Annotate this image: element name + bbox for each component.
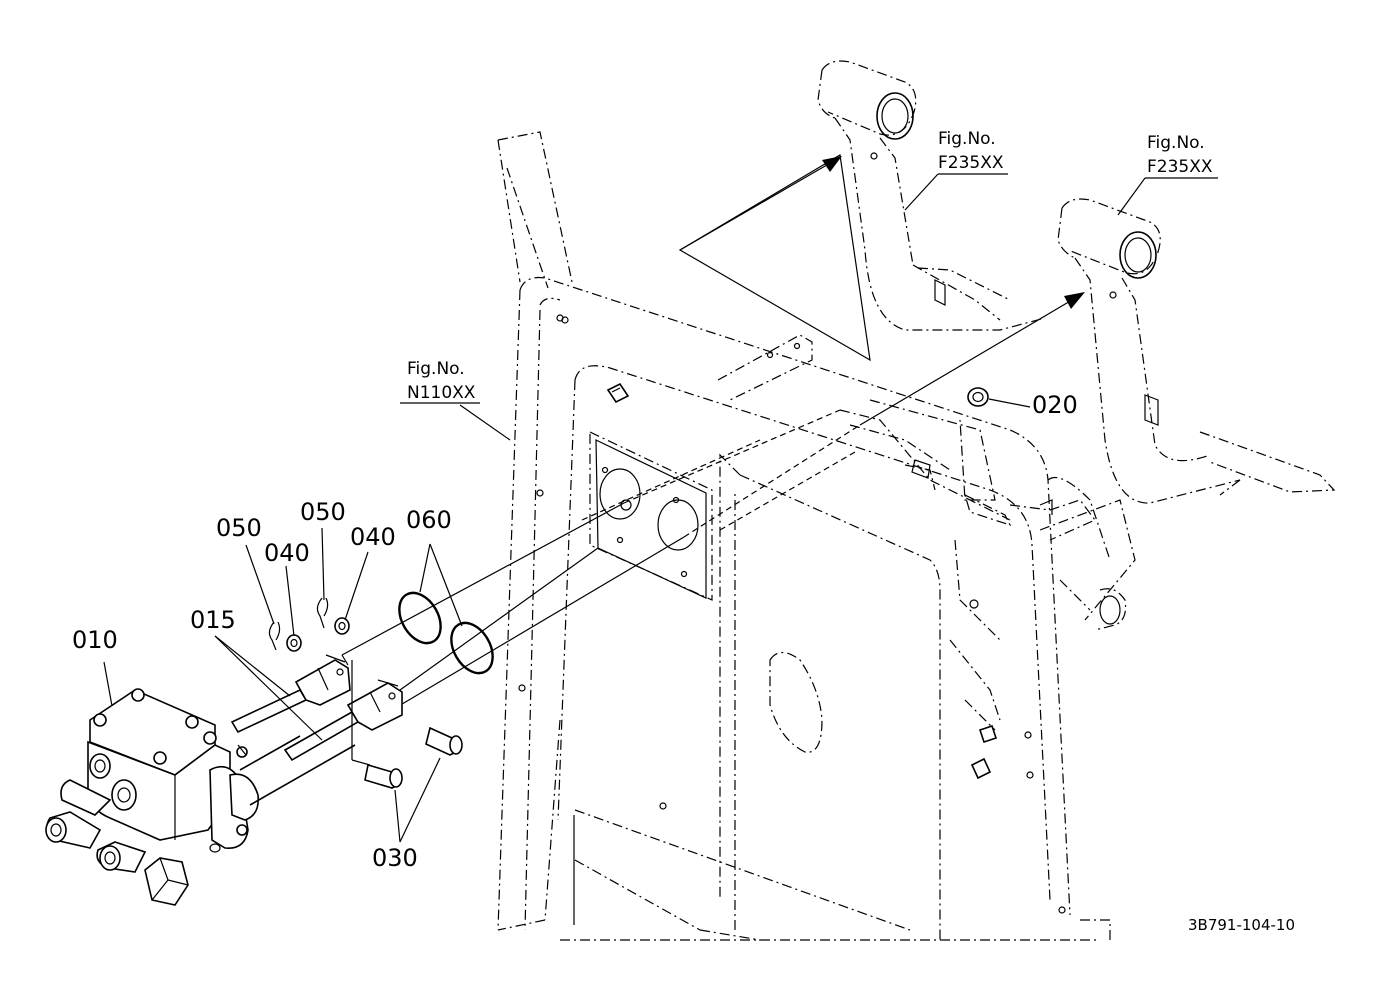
pedal-linkage: [839, 399, 1127, 631]
callout-040-left: 040: [264, 539, 310, 567]
figref-frame-line2: N110XX: [407, 383, 476, 403]
part-040-washers: [286, 617, 350, 652]
callout-015: 015: [190, 606, 236, 634]
callout-050-left: 050: [216, 514, 262, 542]
part-060-o-rings: [398, 591, 494, 675]
part-050-split-pins: [268, 597, 329, 651]
figref-frame-line1: Fig.No.: [407, 359, 465, 379]
callout-040-right: 040: [350, 523, 396, 551]
drawing-id: 3B791-104-10: [1188, 916, 1295, 934]
figref-pedal-upper-line1: Fig.No.: [938, 129, 996, 149]
frame-assembly: [497, 131, 1136, 941]
brake-pedal-upper: [817, 60, 1046, 331]
part-020-nut: [967, 387, 1031, 408]
figref-pedal-right-line2: F235XX: [1147, 157, 1213, 177]
figref-pedal-right-line1: Fig.No.: [1147, 133, 1205, 153]
callout-060: 060: [406, 506, 452, 534]
callout-020: 020: [1032, 391, 1078, 419]
callout-010: 010: [72, 626, 118, 654]
part-030-clevis-pins: [364, 726, 463, 843]
pedal-arrows: [679, 156, 1085, 426]
part-010-master-cylinder: [45, 688, 260, 906]
brake-pedal-right: [1057, 198, 1336, 504]
assembly-lines: [341, 409, 861, 711]
callout-050-right: 050: [300, 498, 346, 526]
pedal-shaft-plane: [678, 154, 871, 362]
figref-pedal-upper-line2: F235XX: [938, 153, 1004, 173]
leader-lines: [103, 173, 1218, 741]
part-015-push-rods: [230, 654, 403, 806]
callout-030: 030: [372, 844, 418, 872]
